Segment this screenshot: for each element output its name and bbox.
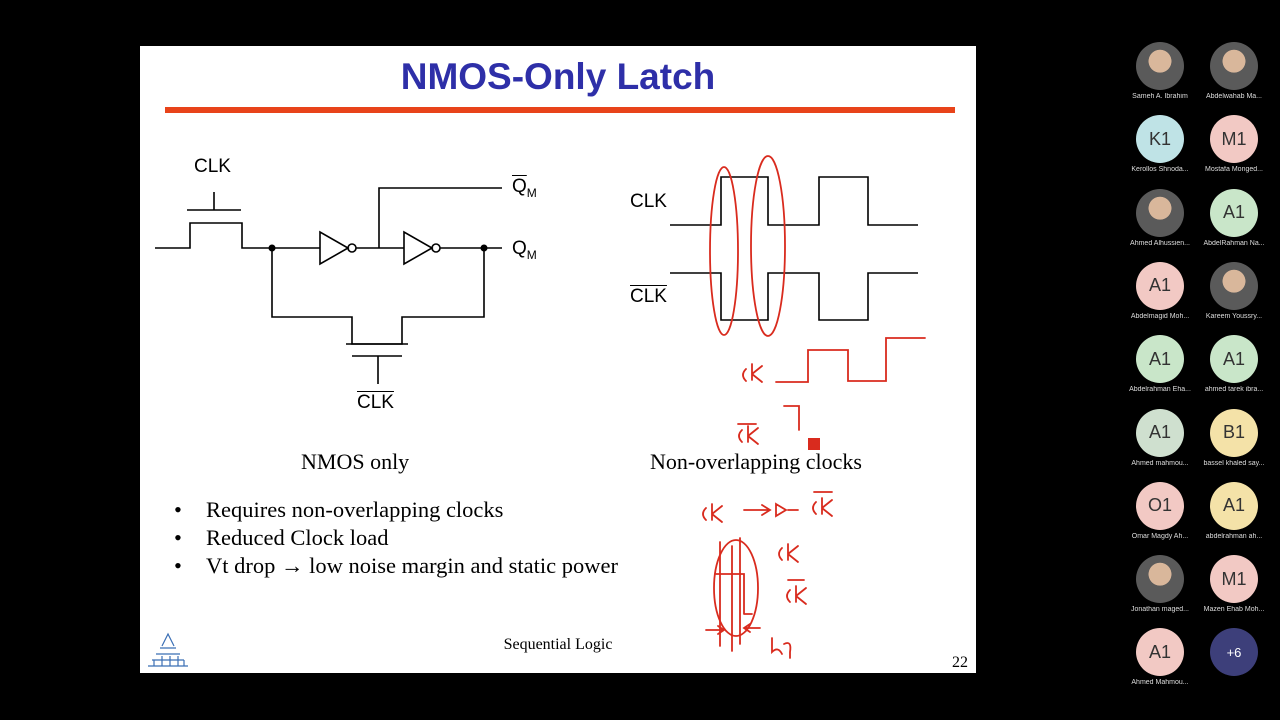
university-logo <box>148 632 188 667</box>
participant-name: Ahmed mahmou... <box>1131 459 1189 467</box>
slide-graphics <box>148 107 955 667</box>
nmos-latch-schematic <box>155 187 502 384</box>
avatar: A1 <box>1136 628 1184 677</box>
avatar: A1 <box>1210 335 1258 384</box>
participant-name: Sameh A. Ibrahim <box>1132 93 1188 100</box>
participant-tile[interactable]: Ahmed Alhussien... <box>1125 188 1195 259</box>
avatar: A1 <box>1210 188 1258 237</box>
avatar: +6 <box>1210 628 1258 677</box>
clk-waveform <box>670 176 918 226</box>
avatar: A1 <box>1210 481 1258 530</box>
participant-tile[interactable]: Abdelwahab Ma... <box>1199 42 1269 112</box>
bullet-item: Vt drop → low noise margin and static po… <box>170 552 618 580</box>
participant-name: AbdelRahman Na... <box>1203 239 1265 247</box>
participant-name: Mazen Ehab Moh... <box>1203 606 1265 614</box>
bullet-item: Reduced Clock load <box>170 524 618 552</box>
handwritten-annotations <box>702 155 926 659</box>
avatar <box>1136 42 1184 90</box>
participant-name: Abdelrahman Eha... <box>1129 386 1191 394</box>
avatar: M1 <box>1210 115 1258 164</box>
feedback-wire <box>271 248 485 345</box>
participant-name: Abdelwahab Ma... <box>1205 93 1263 100</box>
participant-tile[interactable]: Jonathan maged... <box>1125 555 1195 625</box>
caption-non-overlapping: Non-overlapping clocks <box>650 449 862 474</box>
participant-tile[interactable]: A1 ahmed tarek ibra... <box>1199 335 1269 405</box>
slide-footer: Sequential Logic <box>503 636 613 653</box>
participant-name: ahmed tarek ibra... <box>1204 386 1264 394</box>
qm-bar-label: QM <box>512 176 537 200</box>
participant-tile[interactable]: Kareem Youssry... <box>1199 261 1269 332</box>
avatar: A1 <box>1136 261 1184 310</box>
participant-name: Omar Magdy Ah... <box>1131 532 1189 540</box>
participant-name: Kerollos Shnoda... <box>1131 166 1189 174</box>
participant-name: abdelrahman ah... <box>1205 532 1263 540</box>
slide-title: NMOS-Only Latch <box>400 56 716 97</box>
avatar: B1 <box>1210 408 1258 457</box>
bullet-list: Requires non-overlapping clocks Reduced … <box>170 496 618 580</box>
participant-name: Ahmed Mahmou... <box>1131 679 1189 687</box>
avatar: A1 <box>1136 408 1184 457</box>
left-clkb-label: CLK <box>357 392 394 413</box>
pointer-marker <box>808 438 820 450</box>
avatar: O1 <box>1136 481 1184 530</box>
top-transistor-channel <box>155 222 272 249</box>
avatar <box>1136 188 1184 237</box>
bullet-item: Requires non-overlapping clocks <box>170 496 618 524</box>
inverter-1 <box>319 230 350 266</box>
caption-nmos-only: NMOS only <box>301 449 410 474</box>
qm-bar-output-wire <box>378 187 502 248</box>
participant-name: Abdelmagid Moh... <box>1130 312 1190 320</box>
avatar <box>1136 555 1184 604</box>
participant-tile[interactable]: Sameh A. Ibrahim <box>1125 42 1195 112</box>
timing-diagram <box>670 176 918 321</box>
participant-name: Jonathan maged... <box>1131 606 1189 614</box>
left-clk-label: CLK <box>194 156 231 177</box>
participant-name: Kareem Youssry... <box>1205 312 1263 320</box>
participant-tile[interactable]: B1 bassel khaled say... <box>1199 408 1269 479</box>
avatar <box>1210 261 1258 310</box>
avatar: M1 <box>1210 555 1258 604</box>
right-clkb-label: CLK <box>630 286 667 307</box>
avatar <box>1210 42 1258 90</box>
participant-tile[interactable]: +6 <box>1199 628 1269 698</box>
page-number: 22 <box>952 654 968 671</box>
avatar: K1 <box>1136 115 1184 164</box>
participant-name: bassel khaled say... <box>1203 459 1265 467</box>
qm-label: QM <box>512 238 537 262</box>
title-rule <box>165 107 955 113</box>
presentation-slide: NMOS-Only Latch <box>140 46 976 673</box>
clkb-waveform <box>670 272 918 321</box>
avatar: A1 <box>1136 335 1184 384</box>
participant-name: Mostafa Monged... <box>1205 166 1263 174</box>
inverter-2 <box>403 230 434 266</box>
participant-tile[interactable]: A1 abdelrahman ah... <box>1199 481 1269 552</box>
right-clk-label: CLK <box>630 191 667 212</box>
participant-name: Ahmed Alhussien... <box>1130 239 1190 247</box>
